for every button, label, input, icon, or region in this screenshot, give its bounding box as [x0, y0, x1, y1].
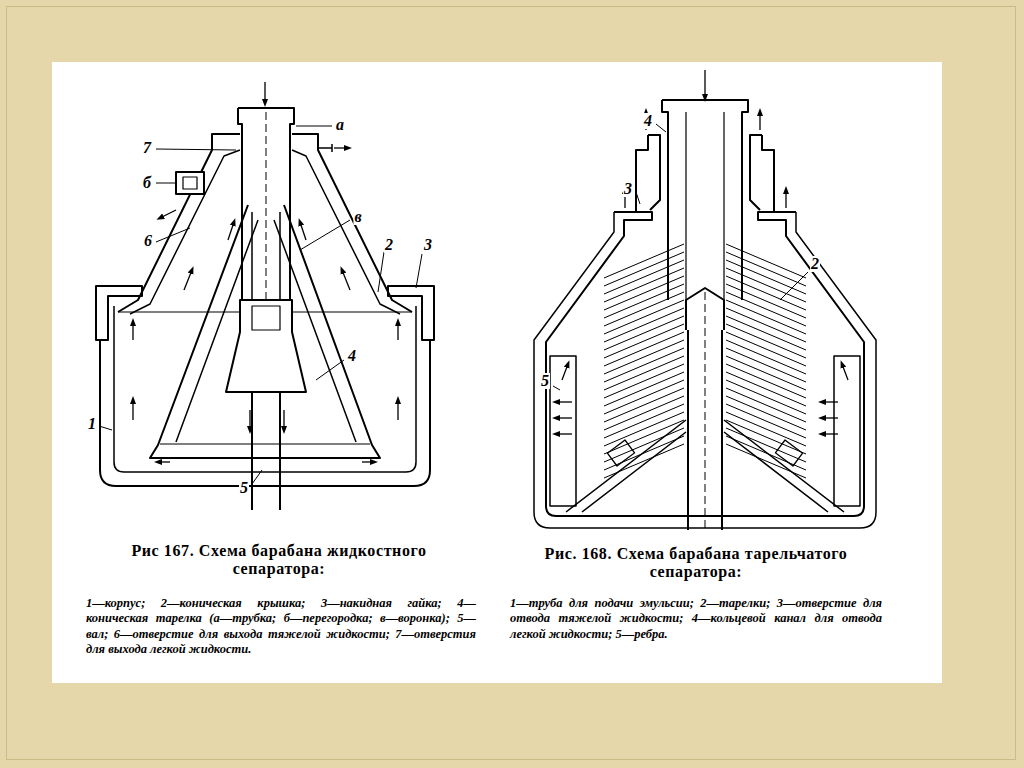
drawing-line — [264, 82, 265, 103]
drawing-line — [184, 270, 192, 290]
drawing-line — [662, 100, 748, 300]
drawing-line — [158, 461, 170, 462]
callout-number: 1 — [87, 416, 97, 432]
drawing-line — [334, 147, 348, 148]
drawing-group — [553, 124, 808, 390]
drawing-line — [705, 292, 706, 530]
drawing-line — [176, 220, 356, 442]
disk-line — [726, 444, 806, 478]
drawing-line — [226, 300, 306, 392]
disk-line — [604, 444, 684, 478]
drawing-line — [388, 286, 434, 340]
callout-number: 6 — [143, 233, 153, 249]
drawing-line — [397, 400, 398, 420]
drawing-line — [750, 135, 774, 212]
callout-number: 5 — [540, 373, 550, 389]
drawing-line — [556, 433, 572, 434]
disk-line — [604, 428, 684, 462]
callout-number: 3 — [623, 181, 633, 197]
figure-legend: 1—корпус; 2—коническая крышка; 3—накидна… — [86, 596, 476, 657]
drawing-line — [132, 322, 133, 340]
drawing-line — [759, 112, 760, 130]
drawing-line — [132, 400, 133, 420]
drawing-group — [556, 70, 848, 434]
drawing-line — [704, 70, 705, 98]
callout-number: 7 — [142, 140, 152, 156]
drawing-line — [156, 228, 190, 242]
drawing-line — [300, 222, 306, 240]
callout-number: в — [353, 209, 362, 225]
drawing-line — [656, 124, 666, 132]
drawing-line — [822, 401, 838, 402]
callout-number: а — [335, 117, 345, 133]
callout-number: б — [142, 175, 152, 191]
drawing-line — [822, 433, 838, 434]
drawing-line — [342, 270, 350, 290]
figure-caption: Рис 167. Схема барабана жидкостного сепа… — [88, 542, 470, 579]
drawing-group — [133, 82, 398, 462]
drawing-line — [228, 222, 234, 240]
drawing-line — [156, 183, 175, 184]
disk-line — [726, 436, 806, 470]
drawing-line — [822, 417, 838, 418]
drawing-line — [300, 220, 350, 250]
drawing-line — [397, 322, 398, 340]
disk-line — [726, 428, 806, 462]
drawing-line — [834, 356, 860, 506]
drawing-line — [176, 172, 204, 194]
drawing-line — [99, 426, 112, 430]
drawing-line — [780, 272, 808, 300]
drawing-line — [238, 108, 294, 300]
drawing-line — [775, 440, 802, 466]
drawing-line — [160, 210, 176, 218]
drawing-line — [96, 286, 142, 340]
callout-number: 4 — [643, 113, 653, 129]
drawing-line — [550, 356, 576, 506]
drawing-line — [318, 144, 332, 152]
callout-number: 2 — [810, 256, 820, 272]
drawing-line — [556, 401, 572, 402]
drawing-line — [562, 364, 568, 380]
drawing-line — [636, 192, 640, 204]
drawing-line — [252, 470, 262, 484]
drawing-group — [96, 82, 876, 530]
drawing-line — [607, 440, 634, 466]
drawing-group — [99, 126, 422, 484]
drawing-line — [156, 149, 236, 150]
drawing-line — [292, 134, 412, 312]
figure-legend: 1—труба для подачи эмульсии; 2—тарелки; … — [510, 596, 882, 642]
drawing-line — [842, 364, 848, 380]
drawing-line — [416, 254, 422, 288]
drawing-line — [249, 410, 250, 430]
drawing-line — [378, 252, 384, 292]
drawing-line — [183, 177, 197, 189]
disk-stack — [604, 244, 806, 478]
drawing-line — [292, 150, 400, 314]
figure-caption: Рис. 168. Схема барабана тарельчатого се… — [508, 545, 884, 582]
drawing-line — [686, 112, 724, 300]
callout-number: 4 — [347, 348, 357, 364]
drawing-line — [556, 417, 572, 418]
drawing-line — [266, 112, 267, 300]
drawing-line — [785, 190, 786, 208]
callout-number: 3 — [423, 237, 433, 253]
drawing-line — [252, 392, 280, 510]
drawing-line — [252, 306, 280, 330]
drawing-line — [296, 126, 332, 127]
drawing-line — [553, 386, 560, 390]
drawing-line — [283, 410, 284, 430]
drawing-line — [362, 461, 374, 462]
drawing-line — [130, 150, 240, 314]
drawing-line — [316, 360, 344, 380]
callout-number: 5 — [239, 480, 249, 496]
drawing-line — [160, 443, 370, 444]
drawing-line — [150, 205, 380, 458]
callout-number: 2 — [384, 237, 394, 253]
drawing-line — [636, 135, 660, 212]
disk-line — [604, 436, 684, 470]
